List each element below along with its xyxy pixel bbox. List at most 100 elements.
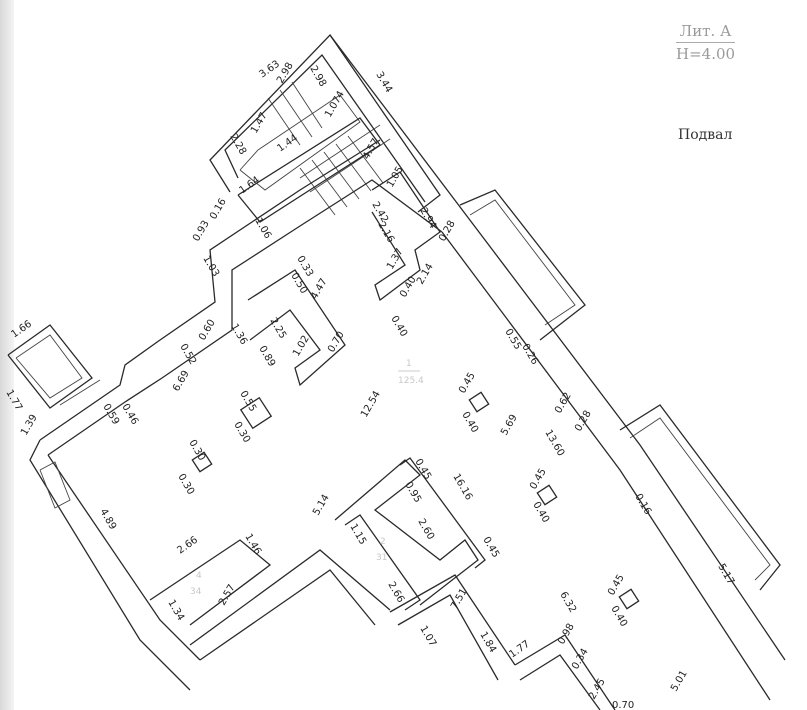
dimension-label: 5.14 [311,493,332,518]
hatched-column [39,461,71,509]
left-wall-inner [47,454,201,661]
dimension-label: 0.93 [191,219,212,244]
pillar [239,396,273,430]
dimension-label: 13.60 [542,428,566,458]
room-2-inner [344,514,421,611]
dimension-label: 0.98 [556,622,577,647]
dimension-label: 12.54 [359,389,383,419]
dimension-label: 0.70 [612,700,634,710]
dimension-label: 1.02 [291,334,312,359]
upper-wall-outer [39,139,381,441]
walls [7,33,786,710]
right-annex-top-inner [469,199,576,326]
dimension-label: 7.51 [449,587,470,612]
dimension-label: 1.47 [249,111,270,136]
floor-name: Подвал [678,127,733,143]
pillar [536,484,558,506]
pillar [191,451,213,473]
dimension-label: 4.57 [361,137,382,162]
left-annex [7,324,93,409]
dimension-label: 0.40 [459,410,480,435]
dimension-label: 2.14 [415,262,436,287]
room-upper-left-partition [247,269,346,387]
dimension-label: 0.60 [197,318,218,343]
dimension-label: 1.66 [9,319,34,341]
dimension-label: 1.34 [165,598,186,623]
bottom-wall-3 [519,654,601,710]
left-annex-inner [15,334,83,399]
right-annex-bottom [619,404,781,591]
dimension-label: 5.01 [669,669,690,694]
dimension-label: 2.94 [417,206,438,231]
dimension-label: 2.98 [307,64,328,89]
dimension-label: 4.47 [309,277,330,302]
dimension-label: 0.26 [519,342,540,367]
dimension-label: 0.40 [530,500,551,525]
dimension-label: 0.28 [437,219,458,244]
dimension-label: 1.15 [347,522,368,547]
dimension-label: 16.16 [450,472,474,502]
room-area: 31 [376,553,387,563]
room-number: 2 [380,537,386,547]
pillar [468,391,490,413]
dimension-label: 1.36 [228,322,249,347]
dimension-label: 6.69 [171,369,192,394]
stair-block-inner [224,53,426,203]
bottom-wall-1 [199,569,376,661]
bottom-wall-2b [389,574,516,666]
dimension-label: 1.03 [200,254,221,279]
dimension-label: 4.89 [97,507,118,532]
dimension-label: 2.66 [175,535,200,557]
dimension-label: 6.32 [557,590,578,615]
dimension-label: 0.45 [457,371,478,396]
pillar [618,588,640,610]
dimension-label: 0.16 [632,492,653,517]
upper-wall-inner [47,179,443,456]
dimension-label: 1.07 [417,624,438,649]
dimension-label: 0.95 [402,480,423,505]
right-wall-inner [441,231,771,701]
dimension-label: 5.17 [715,562,736,587]
dimension-label: 0.45 [480,535,501,560]
room-upper-right [371,171,441,302]
room-area: 125.4 [398,376,424,386]
dimension-label: 1.37 [385,247,406,272]
dimension-label: 0.52 [177,342,198,367]
room-4 [149,539,272,626]
bottom-wall-3b [514,634,616,710]
partition-center [399,457,486,569]
right-annex-top [459,189,586,341]
dimension-label: 2.45 [587,677,608,702]
stair-treads [267,81,391,216]
dimension-label: 2.16 [375,220,396,245]
dimension-label: 1.39 [19,413,40,438]
dimension-label: 2.66 [385,580,406,605]
dimension-label: 0.40 [398,275,419,300]
corridor-wall [237,117,381,223]
dimension-label: 5.69 [499,413,520,438]
dimension-label: 0.30 [186,438,207,463]
dimension-label: 1.77 [3,388,24,413]
dimension-label: 0.46 [119,402,140,427]
ceiling-height: H=4.00 [676,45,736,63]
room-labels: 1 125.4 2 31 4 34 [190,359,424,597]
dimension-label: 2.25 [267,316,288,341]
room-number: 1 [406,359,412,369]
building-legend: Лит. А H=4.00 [676,22,736,63]
bottom-wall-1b [189,549,391,646]
dimension-label: 1.64 [237,175,262,197]
room-area: 34 [190,587,202,597]
dimension-label: 2.57 [217,583,238,608]
dimension-label: 2.60 [415,517,436,542]
room-2 [334,459,479,606]
dimension-label: 0.59 [100,402,121,427]
dimension-label: 0.89 [256,344,277,369]
building-letter: Лит. А [676,22,736,43]
dimension-label: 0.30 [231,420,252,445]
left-wall-outer [29,439,191,691]
right-wall-outer [329,34,786,661]
stair-landing [239,94,361,191]
dimension-label: 0.40 [388,314,409,339]
